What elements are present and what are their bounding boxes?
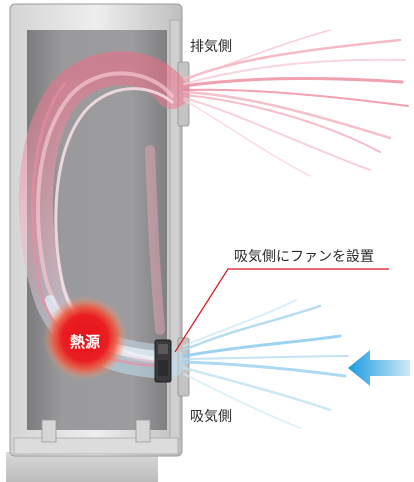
cabinet-base xyxy=(13,437,179,455)
exhaust-airflow xyxy=(182,29,409,177)
floor-shadow xyxy=(6,452,158,482)
heat-source-blob xyxy=(43,296,127,380)
intake-side-label: 吸気側 xyxy=(190,409,232,425)
exhaust-side-label: 排気側 xyxy=(190,39,232,55)
fan-icon xyxy=(154,339,172,383)
leader-line xyxy=(174,268,389,353)
cabinet-foot-left xyxy=(41,419,57,443)
arrow-left-icon xyxy=(348,350,410,386)
fan-note-label: 吸気側にファンを設置 xyxy=(234,249,374,265)
cabinet-foot-right xyxy=(135,419,151,443)
intake-airflow xyxy=(182,299,349,429)
heat-source-label: 熱源 xyxy=(69,333,100,351)
